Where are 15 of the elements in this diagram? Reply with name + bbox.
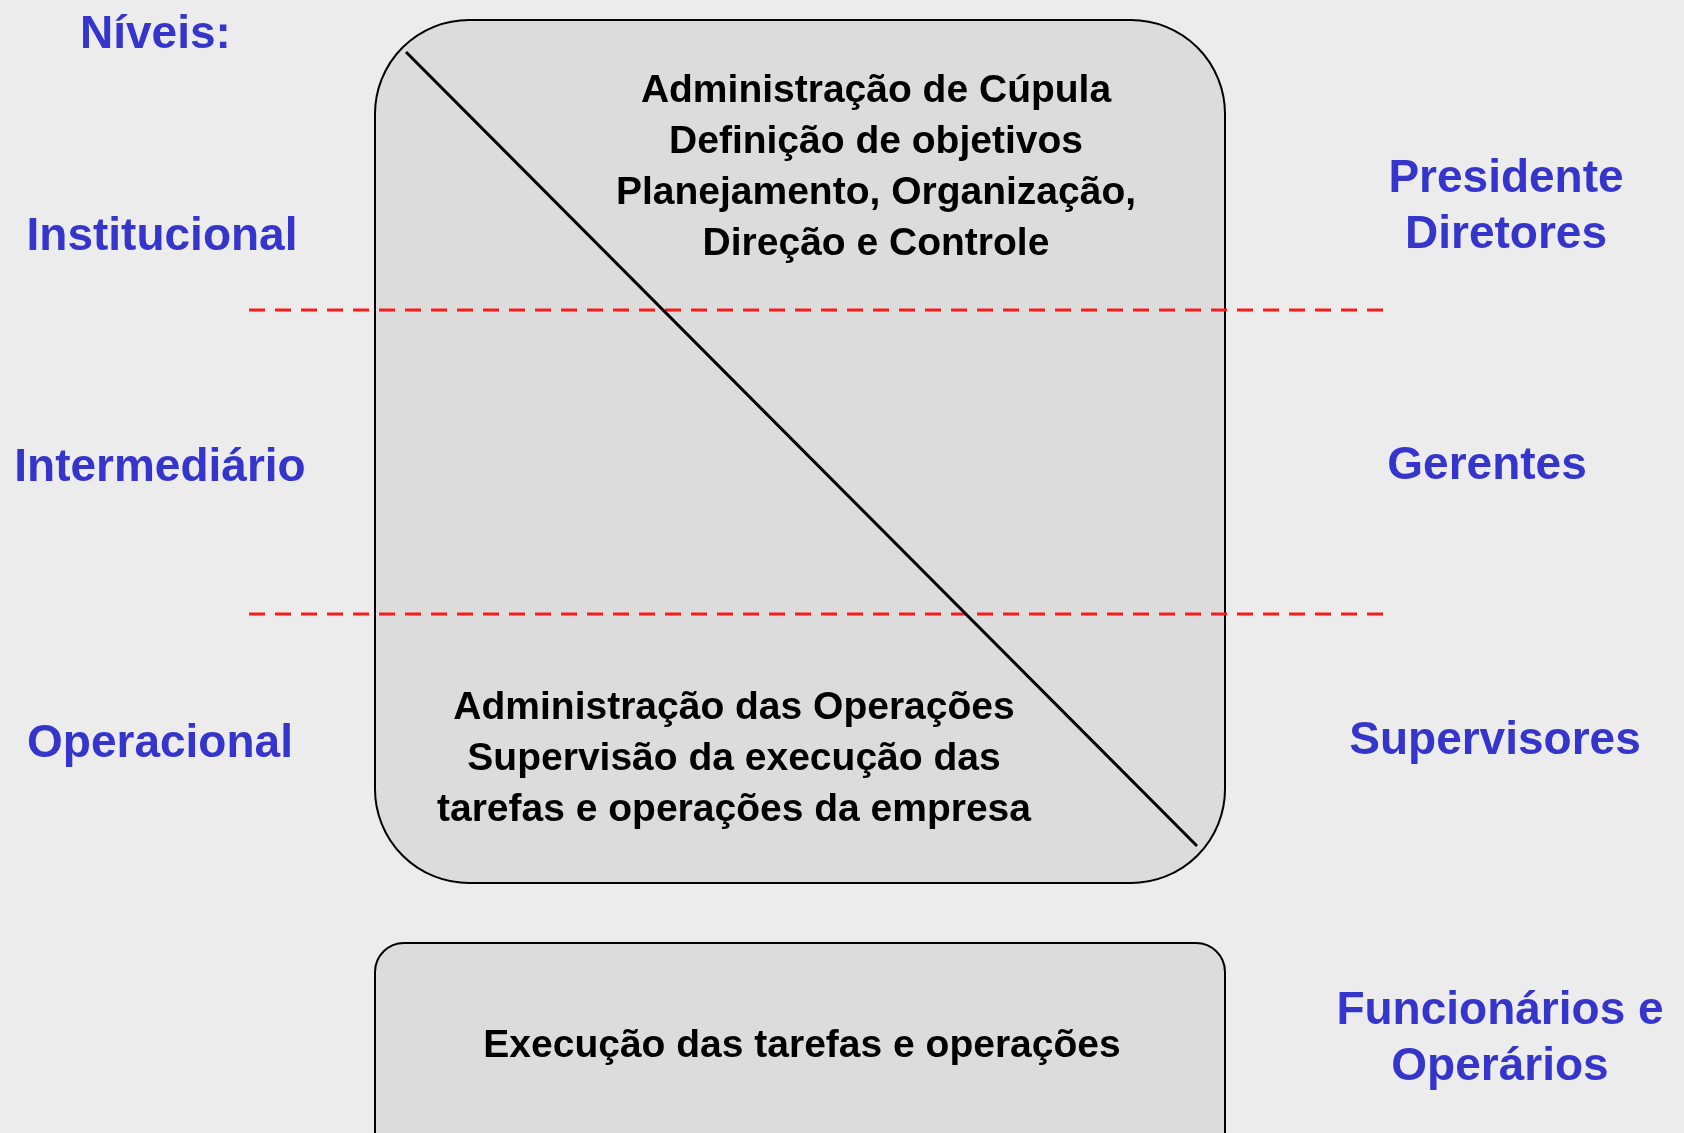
- level-label: Intermediário: [14, 438, 306, 493]
- node-text: Definição de objetivos: [669, 117, 1083, 163]
- role-label: Funcionários e Operários: [1335, 981, 1665, 1092]
- node-text: Administração de Cúpula: [640, 66, 1112, 112]
- role-label: Gerentes: [1387, 436, 1587, 491]
- heading: Níveis:: [80, 5, 231, 60]
- level-label: Operacional: [27, 714, 293, 769]
- node-text: Administração das Operações: [453, 683, 1015, 729]
- role-label: Supervisores: [1349, 711, 1641, 766]
- node-text: Execução das tarefas e operações: [483, 1021, 1121, 1067]
- node-text: Planejamento, Organização, Direção e Controle: [614, 168, 1138, 265]
- level-label: Institucional: [26, 207, 298, 262]
- node-text: Supervisão da execução das tarefas e operações da empresa: [436, 734, 1033, 831]
- role-label: Presidente Diretores: [1387, 149, 1625, 260]
- execution-box: [374, 942, 1226, 1133]
